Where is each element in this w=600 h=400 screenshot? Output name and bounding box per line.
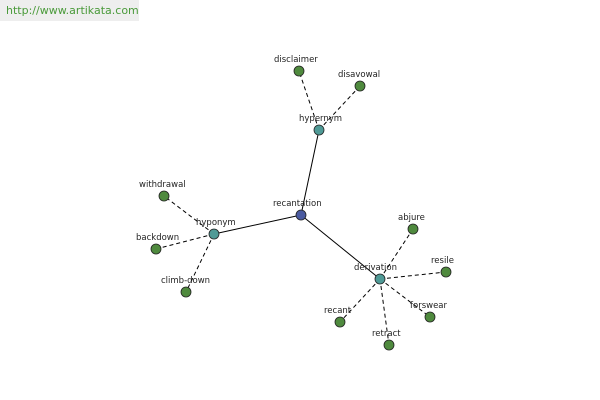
edge-derivation-forswear bbox=[379, 278, 431, 318]
edge-center-hypernym bbox=[300, 129, 320, 216]
node-label-resile: resile bbox=[431, 256, 454, 266]
node-hypernym[interactable] bbox=[313, 124, 325, 136]
edge-derivation-resile bbox=[379, 271, 447, 280]
node-center[interactable] bbox=[295, 209, 307, 221]
node-disclaimer[interactable] bbox=[293, 65, 305, 77]
node-withdrawal[interactable] bbox=[158, 190, 170, 202]
node-forswear[interactable] bbox=[424, 311, 436, 323]
node-derivation[interactable] bbox=[374, 273, 386, 285]
node-label-derivation: derivation bbox=[354, 263, 397, 273]
edge-hyponym-backdown bbox=[155, 233, 215, 250]
node-label-backdown: backdown bbox=[136, 233, 179, 243]
node-abjure[interactable] bbox=[407, 223, 419, 235]
node-recant[interactable] bbox=[334, 316, 346, 328]
node-label-hypernym: hypernym bbox=[299, 114, 342, 124]
edge-hyponym-withdrawal bbox=[163, 195, 215, 235]
node-label-center: recantation bbox=[273, 199, 322, 209]
site-url-link[interactable]: http://www.artikata.com bbox=[6, 4, 139, 17]
node-hyponym[interactable] bbox=[208, 228, 220, 240]
node-disavowal[interactable] bbox=[354, 80, 366, 92]
graph-nodes bbox=[150, 65, 452, 351]
graph-labels: recantation hypernym disclaimer disavowal hy… bbox=[136, 55, 454, 339]
node-label-abjure: abjure bbox=[398, 213, 425, 223]
node-climb-down[interactable] bbox=[180, 286, 192, 298]
node-label-recant: recant bbox=[324, 306, 352, 316]
url-banner: http://www.artikata.com bbox=[0, 0, 139, 21]
node-label-retract: retract bbox=[372, 329, 401, 339]
node-resile[interactable] bbox=[440, 266, 452, 278]
node-backdown[interactable] bbox=[150, 243, 162, 255]
graph-edges bbox=[155, 70, 447, 346]
node-label-disclaimer: disclaimer bbox=[274, 55, 318, 65]
edge-hyponym-climb-down bbox=[185, 233, 215, 293]
edge-hypernym-disclaimer bbox=[298, 70, 320, 131]
node-label-withdrawal: withdrawal bbox=[139, 180, 186, 190]
node-label-hyponym: hyponym bbox=[196, 218, 236, 228]
edge-derivation-abjure bbox=[379, 228, 414, 280]
edge-derivation-recant bbox=[339, 278, 381, 323]
edge-hypernym-disavowal bbox=[318, 85, 361, 131]
node-label-forswear: forswear bbox=[410, 301, 448, 311]
node-label-disavowal: disavowal bbox=[338, 70, 380, 80]
node-label-climb-down: climb-down bbox=[161, 276, 210, 286]
edge-center-hyponym bbox=[213, 214, 302, 235]
node-retract[interactable] bbox=[383, 339, 395, 351]
edge-center-derivation bbox=[300, 214, 381, 280]
